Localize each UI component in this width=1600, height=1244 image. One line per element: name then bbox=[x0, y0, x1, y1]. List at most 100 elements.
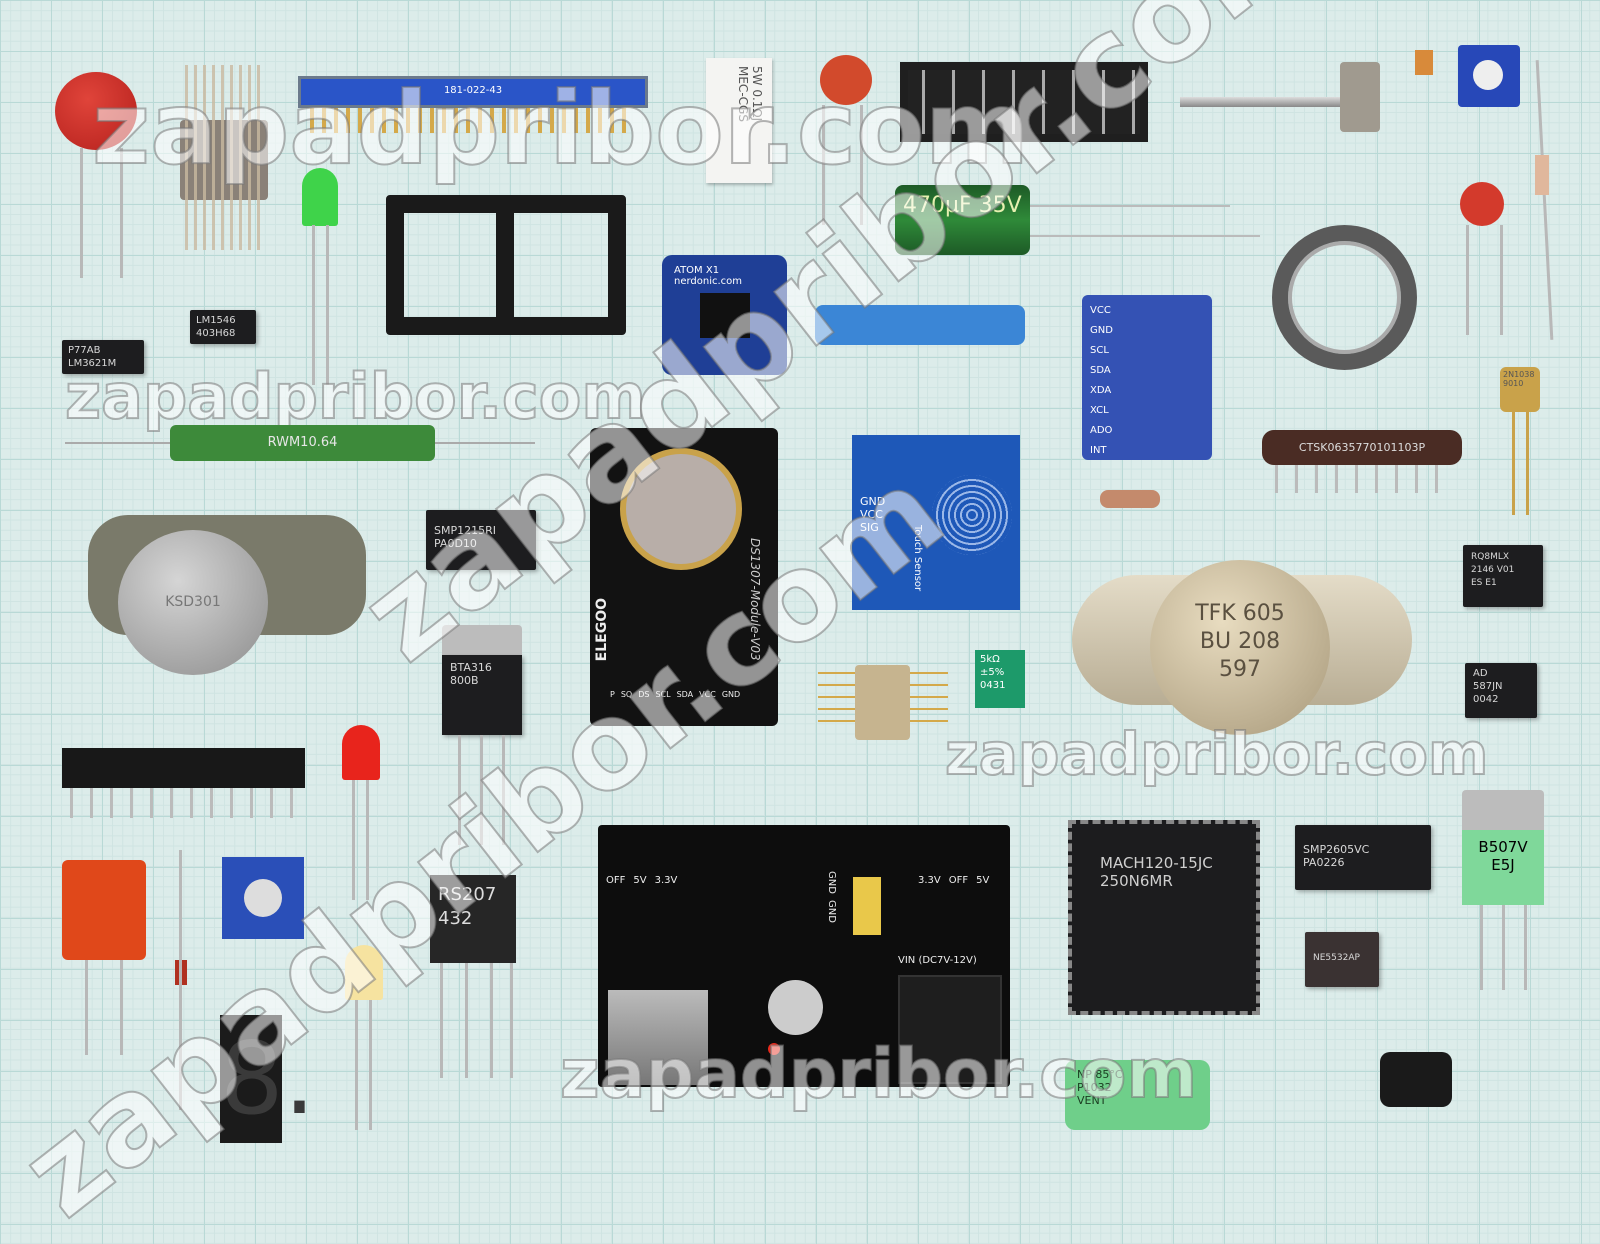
capacitor-leg bbox=[860, 105, 863, 225]
pin-label: VCC bbox=[1090, 305, 1111, 316]
brand-label: ELEGOO bbox=[594, 598, 610, 662]
fuse-leg bbox=[120, 960, 123, 1055]
ferrite-ring bbox=[1272, 225, 1417, 370]
board-label: Touch Sensor bbox=[912, 525, 923, 592]
fuse-leg bbox=[85, 960, 88, 1055]
inductor bbox=[1380, 1052, 1452, 1107]
label: 5V bbox=[976, 875, 990, 886]
bridge-leg bbox=[510, 963, 513, 1078]
b507v-regulator: B507V E5J bbox=[1462, 790, 1544, 905]
pin-label: ADO bbox=[1090, 425, 1113, 436]
ic-socket bbox=[900, 62, 1148, 142]
yellow-led bbox=[345, 945, 383, 1000]
gold-relay bbox=[855, 665, 910, 740]
pin-label: SCL bbox=[655, 690, 671, 699]
pin-label: XDA bbox=[1090, 385, 1112, 396]
regulator-leg bbox=[1502, 905, 1505, 990]
capacitor-leg bbox=[1500, 225, 1503, 335]
mach120-plcc: MACH120-15JC 250N6MR bbox=[1068, 820, 1260, 1015]
regulator-leg bbox=[1480, 905, 1483, 990]
red-varistor bbox=[55, 72, 137, 150]
capacitor-leg bbox=[822, 105, 825, 225]
watermark: zapadpribor.com bbox=[64, 359, 647, 434]
pin-label: XCL bbox=[1090, 405, 1109, 416]
touch-sensor-board: GND VCC SIG Touch Sensor bbox=[852, 435, 1020, 610]
resistor-network: CTSK0635770101103P bbox=[1262, 430, 1462, 465]
pin-label: VCC bbox=[860, 508, 883, 521]
chip-lm3621: P77AB LM3621M bbox=[62, 340, 144, 380]
led-leg bbox=[355, 1000, 358, 1130]
female-header bbox=[62, 748, 305, 788]
bridge-leg bbox=[465, 963, 468, 1078]
pin-label: SCL bbox=[1090, 345, 1109, 356]
capacitor-lead bbox=[1030, 205, 1230, 207]
ne5532-chip: NE5532AP bbox=[1305, 932, 1379, 987]
bridge-leg bbox=[440, 963, 443, 1078]
small-resistor bbox=[1100, 490, 1160, 508]
potentiometer-body bbox=[1340, 62, 1380, 132]
chip-pins bbox=[185, 65, 263, 250]
header-pins bbox=[70, 788, 300, 818]
varistor-leg bbox=[80, 148, 83, 278]
triac-leg bbox=[480, 735, 483, 845]
pin-label: GND bbox=[1090, 325, 1113, 336]
triac-leg bbox=[458, 735, 461, 845]
pin-label: DS bbox=[638, 690, 650, 699]
red-capacitor-small bbox=[1460, 182, 1504, 226]
seven-segment-display: 8. bbox=[220, 1015, 315, 1143]
blue-trimmer bbox=[1458, 45, 1520, 107]
header-pins bbox=[310, 108, 630, 133]
pin-label: P bbox=[610, 690, 615, 699]
label: 3.3V bbox=[918, 875, 941, 886]
green-led bbox=[302, 168, 338, 226]
led-leg bbox=[312, 225, 315, 385]
bridge-leg bbox=[490, 963, 493, 1078]
ad587-chip: AD 587JN 0042 bbox=[1465, 663, 1537, 718]
capacitor-leg bbox=[1466, 225, 1469, 335]
ceramic-resistor: 5W 0.1ΩJ MEC-CGS bbox=[706, 58, 772, 183]
np-capacitor: NP 85°C P1032 VENT bbox=[1065, 1060, 1210, 1130]
diode-leg bbox=[1535, 60, 1554, 340]
module-label: DS1307-Module-V03 bbox=[748, 538, 762, 661]
green-trimmer: 5kΩ ±5% 0431 bbox=[975, 650, 1025, 708]
led-leg bbox=[366, 780, 369, 900]
bu208-transistor: TFK 605 BU 208 597 bbox=[1150, 560, 1330, 735]
smp1215-chip: SMP1215RI PA0D10 bbox=[426, 510, 536, 570]
chip-lm1546: LM1546 403H68 bbox=[190, 310, 256, 358]
pin-label: GND bbox=[860, 495, 886, 508]
pin-label: VCC bbox=[699, 690, 716, 699]
led-leg bbox=[352, 780, 355, 900]
label: GND bbox=[826, 871, 837, 894]
pin-label: GND bbox=[721, 690, 741, 699]
green-resistor: RWM10.64 bbox=[170, 425, 435, 461]
label: GND bbox=[826, 899, 837, 923]
transistor-leg bbox=[1526, 410, 1529, 515]
smp2605-chip: SMP2605VC PA0226 bbox=[1295, 825, 1431, 890]
polyfuse bbox=[62, 860, 146, 960]
thermostat: KSD301 bbox=[118, 530, 268, 675]
label: OFF bbox=[948, 875, 969, 886]
label: 5V bbox=[633, 875, 647, 886]
metal-transistor: 2N1038 9010 bbox=[1500, 367, 1540, 412]
rs207-bridge: RS207 432 bbox=[430, 875, 516, 963]
red-led bbox=[342, 725, 380, 780]
led-leg bbox=[326, 225, 329, 385]
blue-resistor bbox=[815, 305, 1025, 345]
dip-socket bbox=[386, 195, 626, 335]
small-diode bbox=[1535, 155, 1549, 195]
vin-label: VIN (DC7V-12V) bbox=[898, 955, 977, 966]
capacitor-lead bbox=[1030, 235, 1260, 237]
pin-label: SIG bbox=[860, 521, 879, 534]
pin-label: SQ bbox=[620, 690, 633, 699]
label: OFF bbox=[606, 875, 626, 886]
diode-leg bbox=[179, 850, 182, 1110]
rq8mlx-chip: RQ8MLX 2146 V01 ES E1 bbox=[1463, 545, 1543, 607]
pin-label: SDA bbox=[1090, 365, 1111, 376]
network-pins bbox=[1275, 465, 1455, 493]
bta316-triac: BTA316 800B bbox=[442, 625, 522, 735]
atom-board: ATOM X1 nerdonic.com bbox=[662, 255, 787, 375]
transistor-leg bbox=[1512, 410, 1515, 515]
red-capacitor bbox=[820, 55, 872, 105]
